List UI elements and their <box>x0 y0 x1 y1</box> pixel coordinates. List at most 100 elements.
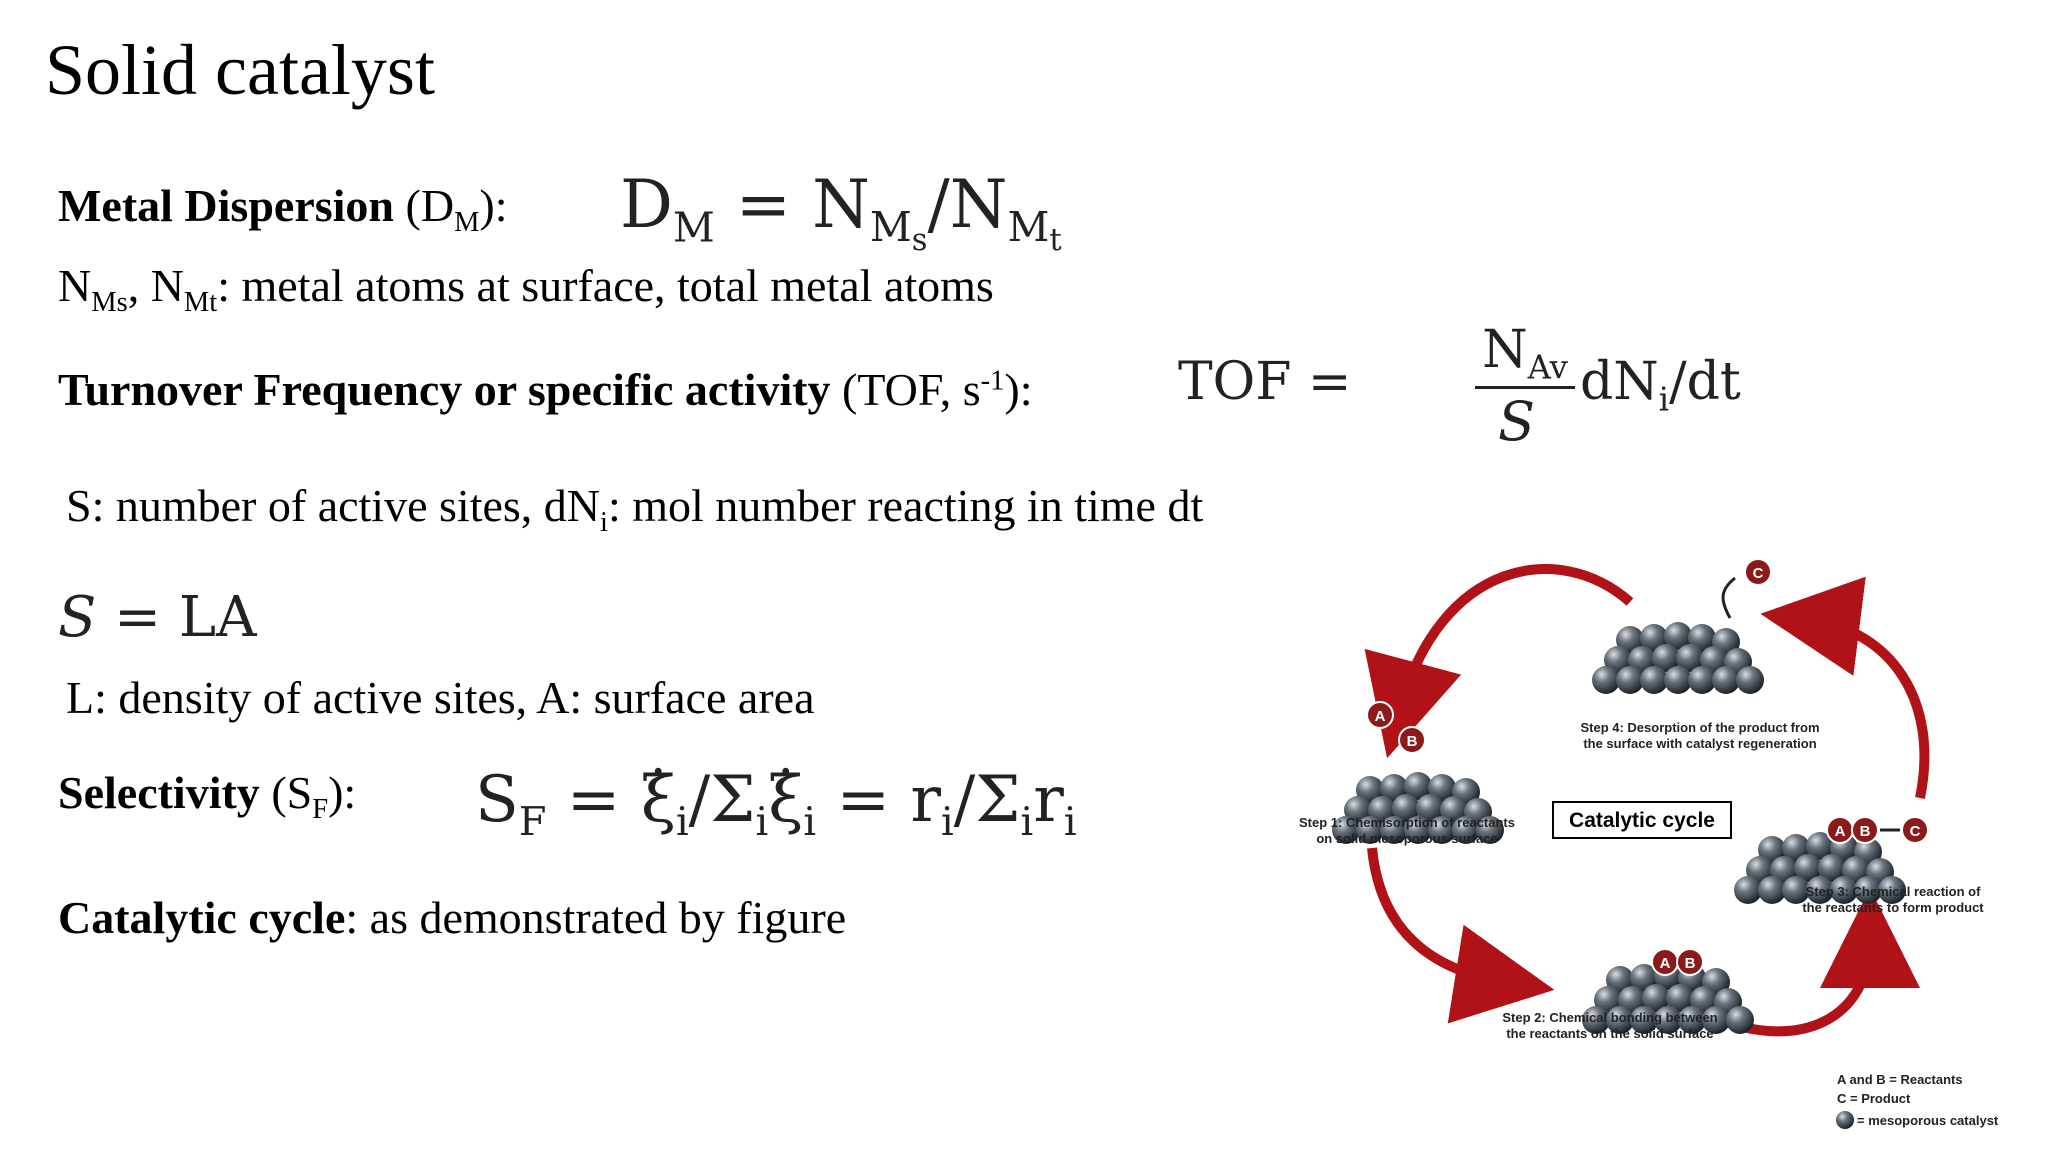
subscript: M <box>454 206 480 238</box>
tof-fraction-denominator: S <box>1498 390 1535 453</box>
eq-sub: F <box>518 798 547 845</box>
eq-symbol: /Σ <box>953 763 1021 837</box>
eq-symbol: S <box>58 585 97 650</box>
s-equation: S = LA <box>58 585 257 651</box>
catalytic-cycle-diagram: C Step 4: Desorption of the product from… <box>1299 558 1999 1129</box>
eq-symbol: S <box>475 763 519 837</box>
s-definition: S: number of active sites, dNi: mol numb… <box>66 478 1204 537</box>
cycle-arrow-3-to-4 <box>1760 576 1930 799</box>
eq-sub: i <box>1063 798 1077 845</box>
reactant-a-step1 <box>1366 701 1394 729</box>
catalytic-cycle-box <box>1552 801 1732 839</box>
letter-a: A <box>1660 955 1671 972</box>
selectivity-label: Selectivity <box>58 767 260 818</box>
eq-sub: i <box>941 798 954 845</box>
letter-b: B <box>1685 955 1696 972</box>
metal-dispersion-line: Metal Dispersion (DM): <box>58 178 508 237</box>
text: (TOF, s <box>830 364 981 415</box>
product-c-top <box>1744 558 1772 586</box>
eq-sub: M <box>869 203 912 252</box>
subscript: Ms <box>91 286 128 318</box>
eq-sub: i <box>1658 380 1670 419</box>
step1-caption-2: on solid mesoporous surface <box>1316 831 1497 846</box>
cycle-arrow-1-to-2 <box>1367 847 1555 1024</box>
eq-sub: t <box>1049 223 1062 259</box>
eq-symbol: D <box>620 166 673 243</box>
eq-sub: i <box>803 798 817 845</box>
l-definition: L: density of active sites, A: surface a… <box>66 672 815 723</box>
eq-symbol: = <box>546 763 641 837</box>
catalytic-cycle-label: Catalytic cycle <box>1569 809 1715 832</box>
eq-symbol: ξ <box>641 760 676 840</box>
subscript: F <box>312 793 329 825</box>
eq-sub: s <box>911 223 928 259</box>
product-c-step3 <box>1901 816 1929 844</box>
fraction-bar <box>1475 386 1575 389</box>
letter-a: A <box>1835 823 1846 840</box>
superscript: -1 <box>980 365 1005 397</box>
eq-sub: Av <box>1527 348 1568 387</box>
text: : as demonstrated by figure <box>345 892 847 943</box>
nms-definition: NMs, NMt: metal atoms at surface, total … <box>58 258 994 317</box>
eq-symbol: /N <box>927 166 1008 243</box>
eq-symbol: ξ <box>768 760 803 840</box>
letter-c: C <box>1910 823 1921 840</box>
text: ): <box>1004 364 1033 415</box>
eq-symbol: = N <box>714 166 870 243</box>
eq-sub: M <box>1007 203 1050 252</box>
eq-sub: M <box>672 203 715 252</box>
text: S: number of active sites, dN <box>66 480 601 531</box>
eq-sub: i <box>1020 798 1034 845</box>
subscript: Mt <box>183 286 218 318</box>
step2-caption-1: Step 2: Chemical bonding between <box>1502 1010 1717 1025</box>
eq-symbol: /dt <box>1669 352 1741 412</box>
eq-symbol: N <box>1482 320 1528 380</box>
step3-caption-2: the reactants to form product <box>1802 900 1984 915</box>
text: ): <box>328 767 357 818</box>
eq-symbol: /Σ <box>688 763 756 837</box>
letter-a: A <box>1375 708 1386 725</box>
step1-caption-1: Step 1: Chemisorption of reactants <box>1299 815 1515 830</box>
text: : mol number reacting in time dt <box>607 480 1204 531</box>
metal-dispersion-equation: DM = NMs/NMt <box>620 165 1062 256</box>
text: (S <box>259 767 313 818</box>
text: , N <box>127 260 184 311</box>
legend-catalyst: = mesoporous catalyst <box>1857 1113 1999 1128</box>
eq-symbol: dN <box>1580 352 1659 412</box>
legend-product: C = Product <box>1837 1091 1911 1106</box>
text: : metal atoms at surface, total metal at… <box>217 260 994 311</box>
eq-sub: i <box>755 798 769 845</box>
tof-label: Turnover Frequency or specific activity <box>58 364 831 415</box>
tof-equation-tail: dNi/dt <box>1580 352 1741 415</box>
tof-equation-lhs: TOF = <box>1178 352 1352 412</box>
eq-symbol: = r <box>816 763 942 837</box>
eq-sub: i <box>675 798 689 845</box>
step4-caption-2: the surface with catalyst regeneration <box>1583 736 1816 751</box>
eq-symbol: r <box>1033 763 1064 837</box>
text: N <box>58 260 92 311</box>
cycle-label: Catalytic cycle <box>58 892 346 943</box>
subscript: i <box>600 506 608 538</box>
paren-close: ): <box>479 180 508 231</box>
slide-title: Solid catalyst <box>45 30 435 110</box>
tof-fraction-numerator: NAv <box>1470 320 1580 383</box>
eq-symbol: = LA <box>96 585 257 650</box>
tof-line: Turnover Frequency or specific activity … <box>58 362 1033 418</box>
cycle-arrow-4-to-1 <box>1364 564 1634 759</box>
paren-text: (D <box>394 180 455 231</box>
step4-caption-1: Step 4: Desorption of the product from <box>1580 720 1819 735</box>
step3-caption-1: Step 3: Chemical reaction of <box>1806 884 1981 899</box>
selectivity-line: Selectivity (SF): <box>58 765 357 824</box>
reactant-b-step1 <box>1398 726 1426 754</box>
step2-caption-2: the reactants on the solid surface <box>1506 1026 1713 1041</box>
metal-dispersion-label: Metal Dispersion <box>58 180 395 231</box>
legend-sphere-icon <box>1836 1111 1854 1129</box>
catalytic-cycle-line: Catalytic cycle: as demonstrated by figu… <box>58 890 846 946</box>
reactant-b-step3 <box>1851 816 1879 844</box>
catalyst-cluster-step4: C <box>1592 558 1772 694</box>
reactant-b-step2 <box>1676 948 1704 976</box>
letter-c: C <box>1753 565 1764 582</box>
letter-b: B <box>1860 823 1871 840</box>
legend-reactants: A and B = Reactants <box>1837 1072 1963 1087</box>
selectivity-equation: SF = ξi/Σiξi = ri/Σiri <box>475 760 1077 842</box>
